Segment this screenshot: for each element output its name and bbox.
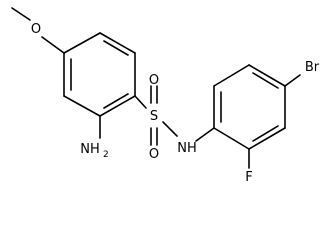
ring2-double-2 bbox=[252, 72, 279, 89]
sulfonyl-o-bottom-label: O bbox=[149, 147, 159, 162]
ring1-double-2 bbox=[103, 40, 129, 56]
fluorine-label: F bbox=[245, 170, 252, 185]
bond-nh-ring bbox=[195, 127, 215, 142]
ring2-bond-6 bbox=[213, 127, 250, 150]
sulfur-label: S bbox=[150, 109, 158, 124]
ring2-bond-5 bbox=[248, 127, 286, 150]
methoxy-o-label: O bbox=[31, 22, 41, 37]
bromine-label: Br bbox=[305, 60, 320, 75]
left-benzene-ring bbox=[63, 32, 136, 117]
ring1-bond-4 bbox=[99, 95, 136, 117]
ring2-bond-2 bbox=[213, 64, 250, 87]
ring2-double-3 bbox=[252, 125, 279, 142]
bond-ring-br bbox=[284, 74, 301, 87]
amide-nh-label: NH bbox=[177, 141, 197, 156]
amino-n-subscript: 2 bbox=[103, 150, 109, 160]
bond-ring-s bbox=[134, 95, 147, 109]
structure-diagram: O 2 NH 2 S O O NH Br F bbox=[11, 7, 320, 185]
ring1-bond-1 bbox=[63, 32, 101, 54]
ring1-bond-2 bbox=[99, 32, 136, 54]
bond-methyl-o bbox=[11, 7, 31, 21]
sulfonyl-o-top-label: O bbox=[149, 73, 159, 88]
bond-s-nh bbox=[162, 121, 178, 137]
ring1-double-3 bbox=[103, 93, 129, 109]
right-benzene-ring bbox=[213, 64, 286, 150]
ring2-bond-3 bbox=[248, 64, 286, 87]
ring1-bond-5 bbox=[63, 95, 101, 117]
amino-n-main: NH bbox=[80, 142, 100, 157]
bond-o-ring bbox=[41, 36, 65, 54]
